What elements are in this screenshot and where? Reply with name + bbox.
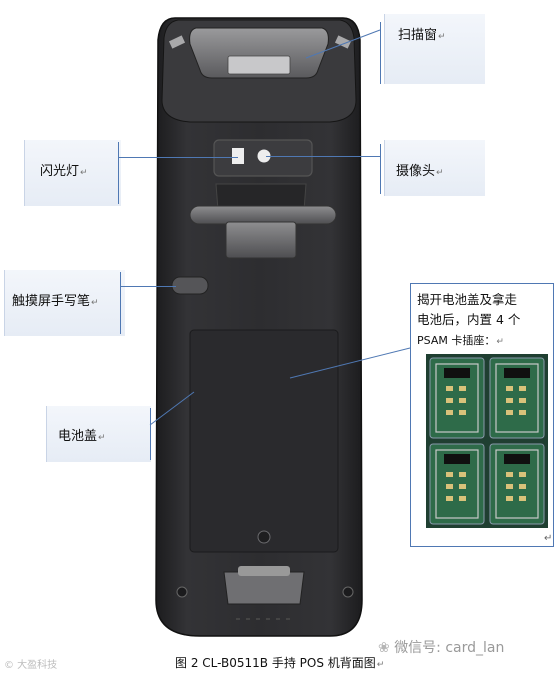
label-box-stylus: [4, 270, 125, 336]
psam-slots-photo: [426, 354, 548, 528]
label-camera: 摄像头↵: [396, 164, 444, 179]
figure-caption: 图 2 CL-B0511B 手持 POS 机背面图↵: [175, 656, 385, 670]
leader-line-camera: [266, 156, 380, 157]
callout-line-1: 揭开电池盖及拿走: [417, 292, 518, 307]
leader-line-battery-vertical: [150, 408, 151, 460]
callout-line-3: PSAM 卡插座：: [417, 334, 496, 347]
leader-line-flash: [118, 157, 238, 158]
leader-line-stylus-vertical: [120, 272, 121, 334]
battery-cover: [189, 329, 339, 553]
psam-slot: [489, 443, 545, 525]
label-scan-window: 扫描窗↵: [398, 28, 446, 43]
psam-callout-box: 揭开电池盖及拿走 电池后，内置 4 个 PSAM 卡插座： ↵: [410, 283, 554, 547]
wechat-watermark: ❀ 微信号: card_lan: [378, 640, 505, 656]
leader-line-scan-window: [380, 22, 381, 84]
label-battery-cover: 电池盖↵: [58, 429, 106, 444]
camera-lens: [257, 149, 271, 163]
stylus-slot: [171, 276, 209, 295]
label-box-scan-window: [384, 14, 485, 84]
strap-clip: [225, 221, 297, 259]
psam-slot: [429, 443, 485, 525]
label-box-camera: [384, 140, 485, 196]
psam-callout-text: 揭开电池盖及拿走 电池后，内置 4 个 PSAM 卡插座：↵: [417, 290, 549, 352]
cover-screw: [257, 530, 271, 544]
flash-light: [232, 148, 244, 164]
label-flash: 闪光灯↵: [40, 164, 88, 179]
label-box-flash: [24, 140, 121, 206]
leader-line-camera-vertical: [380, 144, 381, 194]
leader-line-stylus: [120, 286, 176, 287]
label-stylus: 触摸屏手写笔↵: [12, 294, 99, 309]
callout-line-2: 电池后，内置 4 个: [417, 312, 521, 327]
scan-lens: [227, 55, 291, 75]
label-box-battery-cover: [46, 406, 151, 462]
psam-slot: [429, 357, 485, 439]
leader-line-flash-vertical: [118, 142, 119, 204]
callout-return-mark: ↵: [544, 533, 553, 544]
left-watermark: © 大盈科技: [4, 660, 58, 671]
psam-slot: [489, 357, 545, 439]
wechat-icon: ❀: [378, 640, 390, 656]
scan-window: [189, 27, 329, 79]
